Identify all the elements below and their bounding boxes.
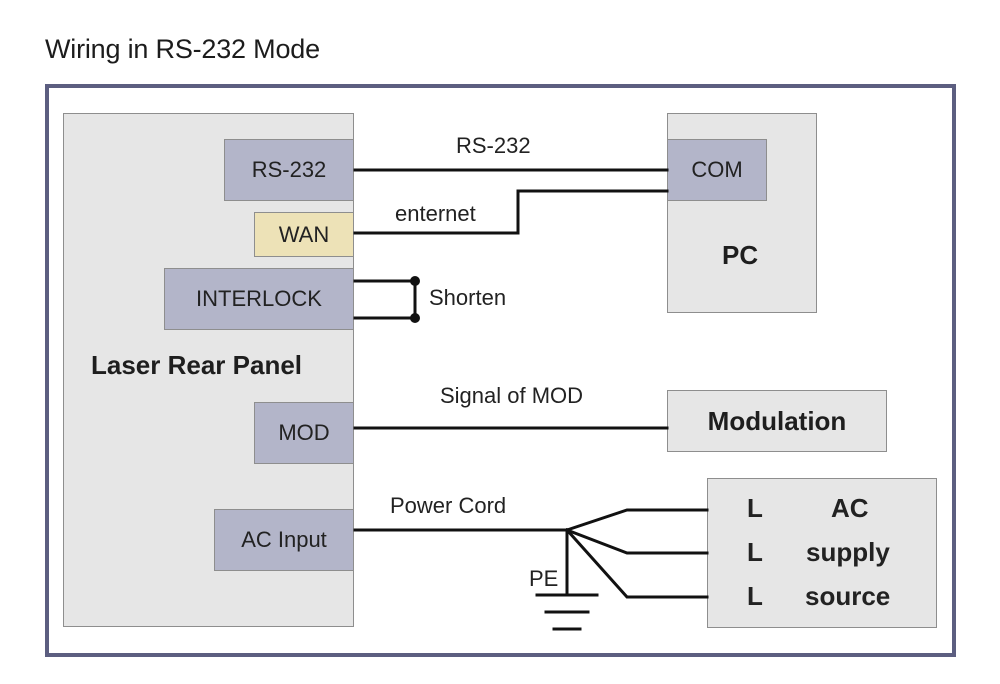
- ac-row-2-text: supply: [806, 537, 890, 567]
- port-mod-label: MOD: [278, 420, 330, 445]
- port-interlock: INTERLOCK: [164, 268, 354, 330]
- modulation-box: Modulation: [667, 390, 887, 452]
- ac-row-1-line: L: [747, 493, 763, 523]
- label-signal-of-mod: Signal of MOD: [440, 383, 584, 408]
- port-ac-input-label: AC Input: [241, 527, 327, 552]
- port-rs232-label: RS-232: [251, 157, 327, 182]
- ac-row-2-line: L: [747, 537, 763, 567]
- port-rs232: RS-232: [224, 139, 354, 201]
- port-mod: MOD: [254, 402, 354, 464]
- port-com: COM: [667, 139, 767, 201]
- interlock-junction-bottom: [410, 313, 420, 323]
- diagram-title: Wiring in RS-232 Mode: [45, 34, 320, 64]
- interlock-junction-top: [410, 276, 420, 286]
- wire-ac-l2: [565, 528, 709, 555]
- port-wan: WAN: [254, 212, 354, 257]
- ac-row-3-text: source: [805, 581, 891, 611]
- label-pe: PE: [529, 566, 559, 591]
- wire-ac-l3: [564, 527, 709, 599]
- ac-row-1-text: AC: [831, 493, 869, 523]
- ac-row-3-line: L: [747, 581, 763, 611]
- port-interlock-label: INTERLOCK: [196, 286, 322, 311]
- laser-rear-panel-label: Laser Rear Panel: [91, 350, 303, 380]
- port-wan-label: WAN: [278, 221, 330, 247]
- label-power-cord: Power Cord: [390, 493, 507, 518]
- wire-enternet: [353, 189, 669, 235]
- modulation-label: Modulation: [707, 405, 847, 436]
- label-rs232-connection: RS-232: [456, 133, 531, 158]
- port-ac-input: AC Input: [214, 509, 354, 571]
- wire-interlock-short: [353, 279, 417, 320]
- label-enternet: enternet: [395, 201, 476, 226]
- label-shorten: Shorten: [429, 285, 507, 310]
- pc-label: PC: [722, 240, 759, 270]
- port-com-label: COM: [691, 157, 743, 182]
- diagram-frame: [45, 84, 956, 657]
- wire-ac-l1: [565, 508, 709, 532]
